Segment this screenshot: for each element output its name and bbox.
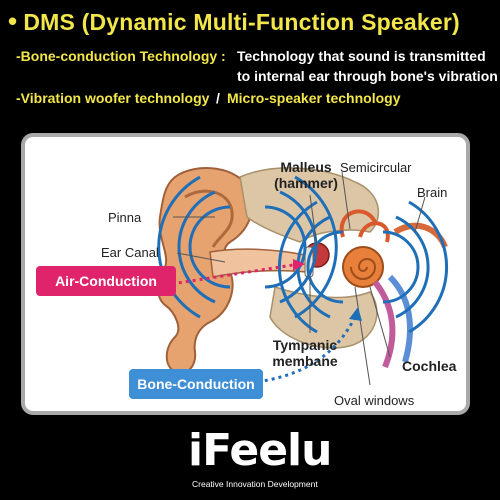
vibration-woofer-label: -Vibration woofer technology bbox=[16, 90, 210, 106]
ear-diagram-panel: Pinna Ear Canal Malleus (hammer) Semicir… bbox=[21, 133, 470, 415]
ear-anatomy-illustration bbox=[157, 167, 449, 386]
micro-speaker-label: Micro-speaker technology bbox=[227, 90, 401, 106]
title-bullet: • bbox=[8, 6, 18, 36]
logo-mark: iFeelu bbox=[188, 425, 332, 476]
ifeelu-logo: iFeelu Creative Innovation Development bbox=[188, 425, 332, 495]
air-conduction-box: Air-Conduction bbox=[36, 266, 176, 296]
tympanic-label: Tympanic membane bbox=[265, 337, 345, 369]
oval-windows-label: Oval windows bbox=[334, 393, 415, 408]
bone-conduction-box: Bone-Conduction bbox=[129, 369, 263, 399]
bone-conduction-desc-a: Technology that sound is transmitted bbox=[237, 48, 486, 64]
pinna-label: Pinna bbox=[108, 210, 142, 225]
right-wave-arcs bbox=[277, 200, 449, 334]
logo-tagline: Creative Innovation Development bbox=[192, 479, 318, 489]
bone-conduction-label: -Bone-conduction Technology : bbox=[16, 48, 226, 64]
tympanic-label-line2: membane bbox=[272, 353, 338, 369]
title-text: DMS (Dynamic Multi-Function Speaker) bbox=[23, 9, 460, 35]
malleus-label-line1: Malleus bbox=[280, 159, 332, 175]
ear-canal-shape bbox=[209, 248, 308, 278]
leader-lines bbox=[173, 171, 426, 386]
ear-canal-label: Ear Canal bbox=[101, 245, 159, 260]
malleus-label-line2: (hammer) bbox=[274, 175, 338, 191]
bone-conduction-desc-b: to internal ear through bone's vibration bbox=[237, 68, 498, 84]
bone-conduction-arrow bbox=[194, 307, 362, 386]
malleus-label: Malleus (hammer) bbox=[271, 159, 341, 191]
brain-label: Brain bbox=[417, 185, 448, 200]
separator-slash: / bbox=[216, 90, 220, 106]
page-title: •DMS (Dynamic Multi-Function Speaker) bbox=[8, 6, 460, 37]
air-conduction-arrow bbox=[164, 259, 305, 287]
cochlea-shape bbox=[342, 246, 384, 288]
semicircular-label: Semicircular bbox=[340, 160, 412, 175]
cochlea-label: Cochlea bbox=[402, 358, 457, 374]
tympanic-label-line1: Tympanic bbox=[272, 337, 338, 353]
